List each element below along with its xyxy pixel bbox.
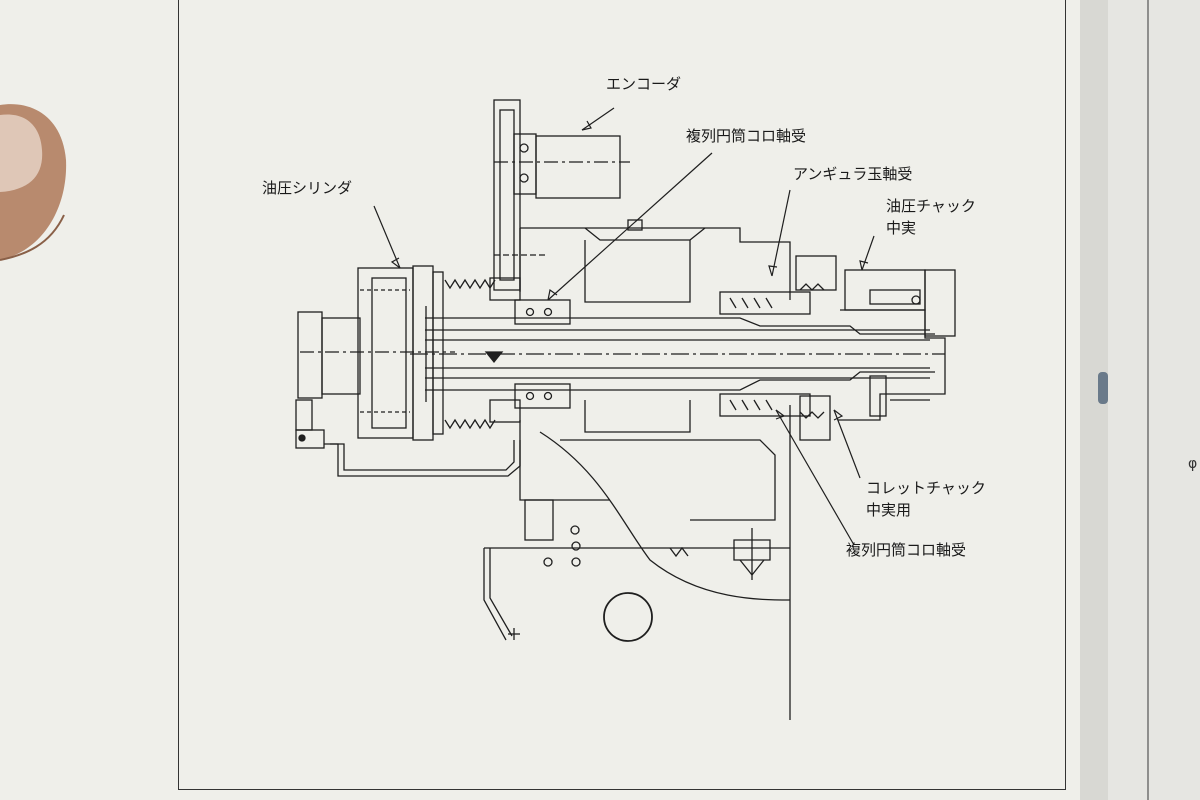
machine-base	[483, 525, 790, 642]
leader-lines	[373, 107, 875, 546]
chuck-assembly	[838, 269, 956, 421]
label-hydraulic-chuck-line2: 中実	[886, 219, 917, 237]
label-hydraulic-cylinder: 油圧シリンダ	[262, 179, 353, 197]
label-collet-chuck-line1: コレットチャック	[866, 479, 986, 497]
label-double-row-roller-bearing-top: 複列円筒コロ軸受	[686, 127, 807, 145]
label-encoder: エンコーダ	[606, 75, 682, 93]
encoder-assembly	[493, 99, 630, 291]
label-collet-chuck-line2: 中実用	[866, 501, 912, 519]
label-hydraulic-chuck-line1: 油圧チャック	[886, 197, 976, 215]
rear-roller-bearing	[514, 299, 571, 409]
label-double-row-roller-bearing-bottom: 複列円筒コロ軸受	[846, 541, 967, 559]
spring-coils	[444, 277, 521, 430]
spindle-shaft	[410, 306, 945, 402]
right-page	[1108, 0, 1200, 800]
hydraulic-cylinder-drawing	[295, 265, 521, 477]
label-angular-ball-bearing: アンギュラ玉軸受	[793, 165, 913, 183]
figure-frame	[178, 0, 1066, 790]
front-angular-bearings	[719, 255, 837, 441]
headstock-housing	[519, 219, 791, 720]
right-page-fragment: φ	[1188, 456, 1198, 472]
binder-post	[1098, 372, 1108, 404]
